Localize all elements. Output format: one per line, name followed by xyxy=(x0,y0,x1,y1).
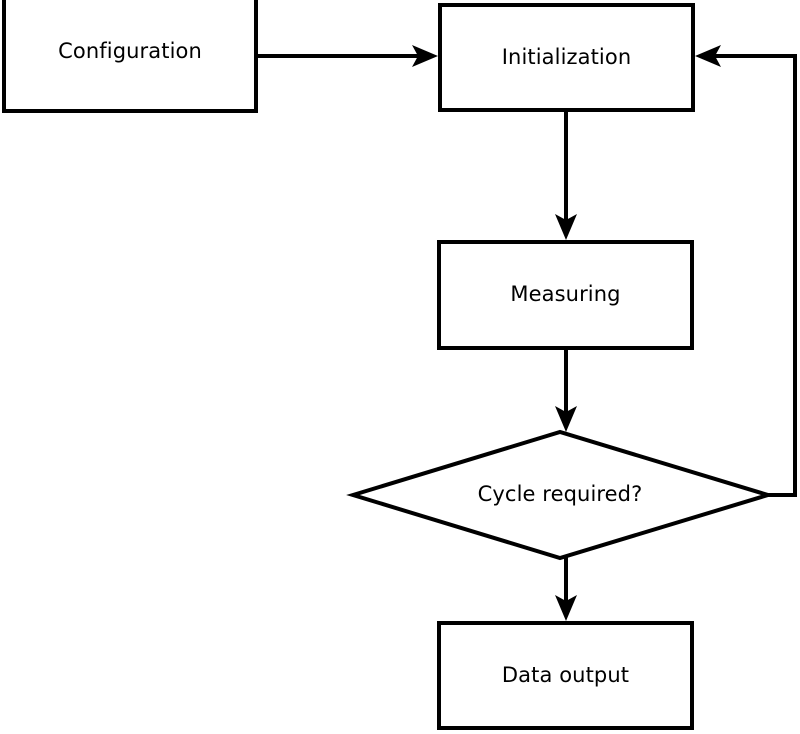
node-data-output[interactable] xyxy=(439,623,692,728)
edge-cycle-required-to-data-output xyxy=(555,556,577,621)
node-shape-data-output[interactable] xyxy=(437,621,694,730)
edge-initialization-to-measuring xyxy=(555,110,577,240)
edge-configuration-to-initialization xyxy=(258,45,438,67)
node-cycle-required[interactable] xyxy=(430,462,690,528)
edge-cycle-required-to-initialization-loop xyxy=(695,45,797,497)
node-measuring[interactable] xyxy=(439,242,692,348)
node-shape-configuration[interactable] xyxy=(2,0,258,113)
node-configuration[interactable] xyxy=(4,0,256,111)
node-initialization[interactable] xyxy=(440,5,693,110)
edge-measuring-to-cycle-required xyxy=(555,348,577,432)
node-shape-initialization[interactable] xyxy=(438,3,695,112)
